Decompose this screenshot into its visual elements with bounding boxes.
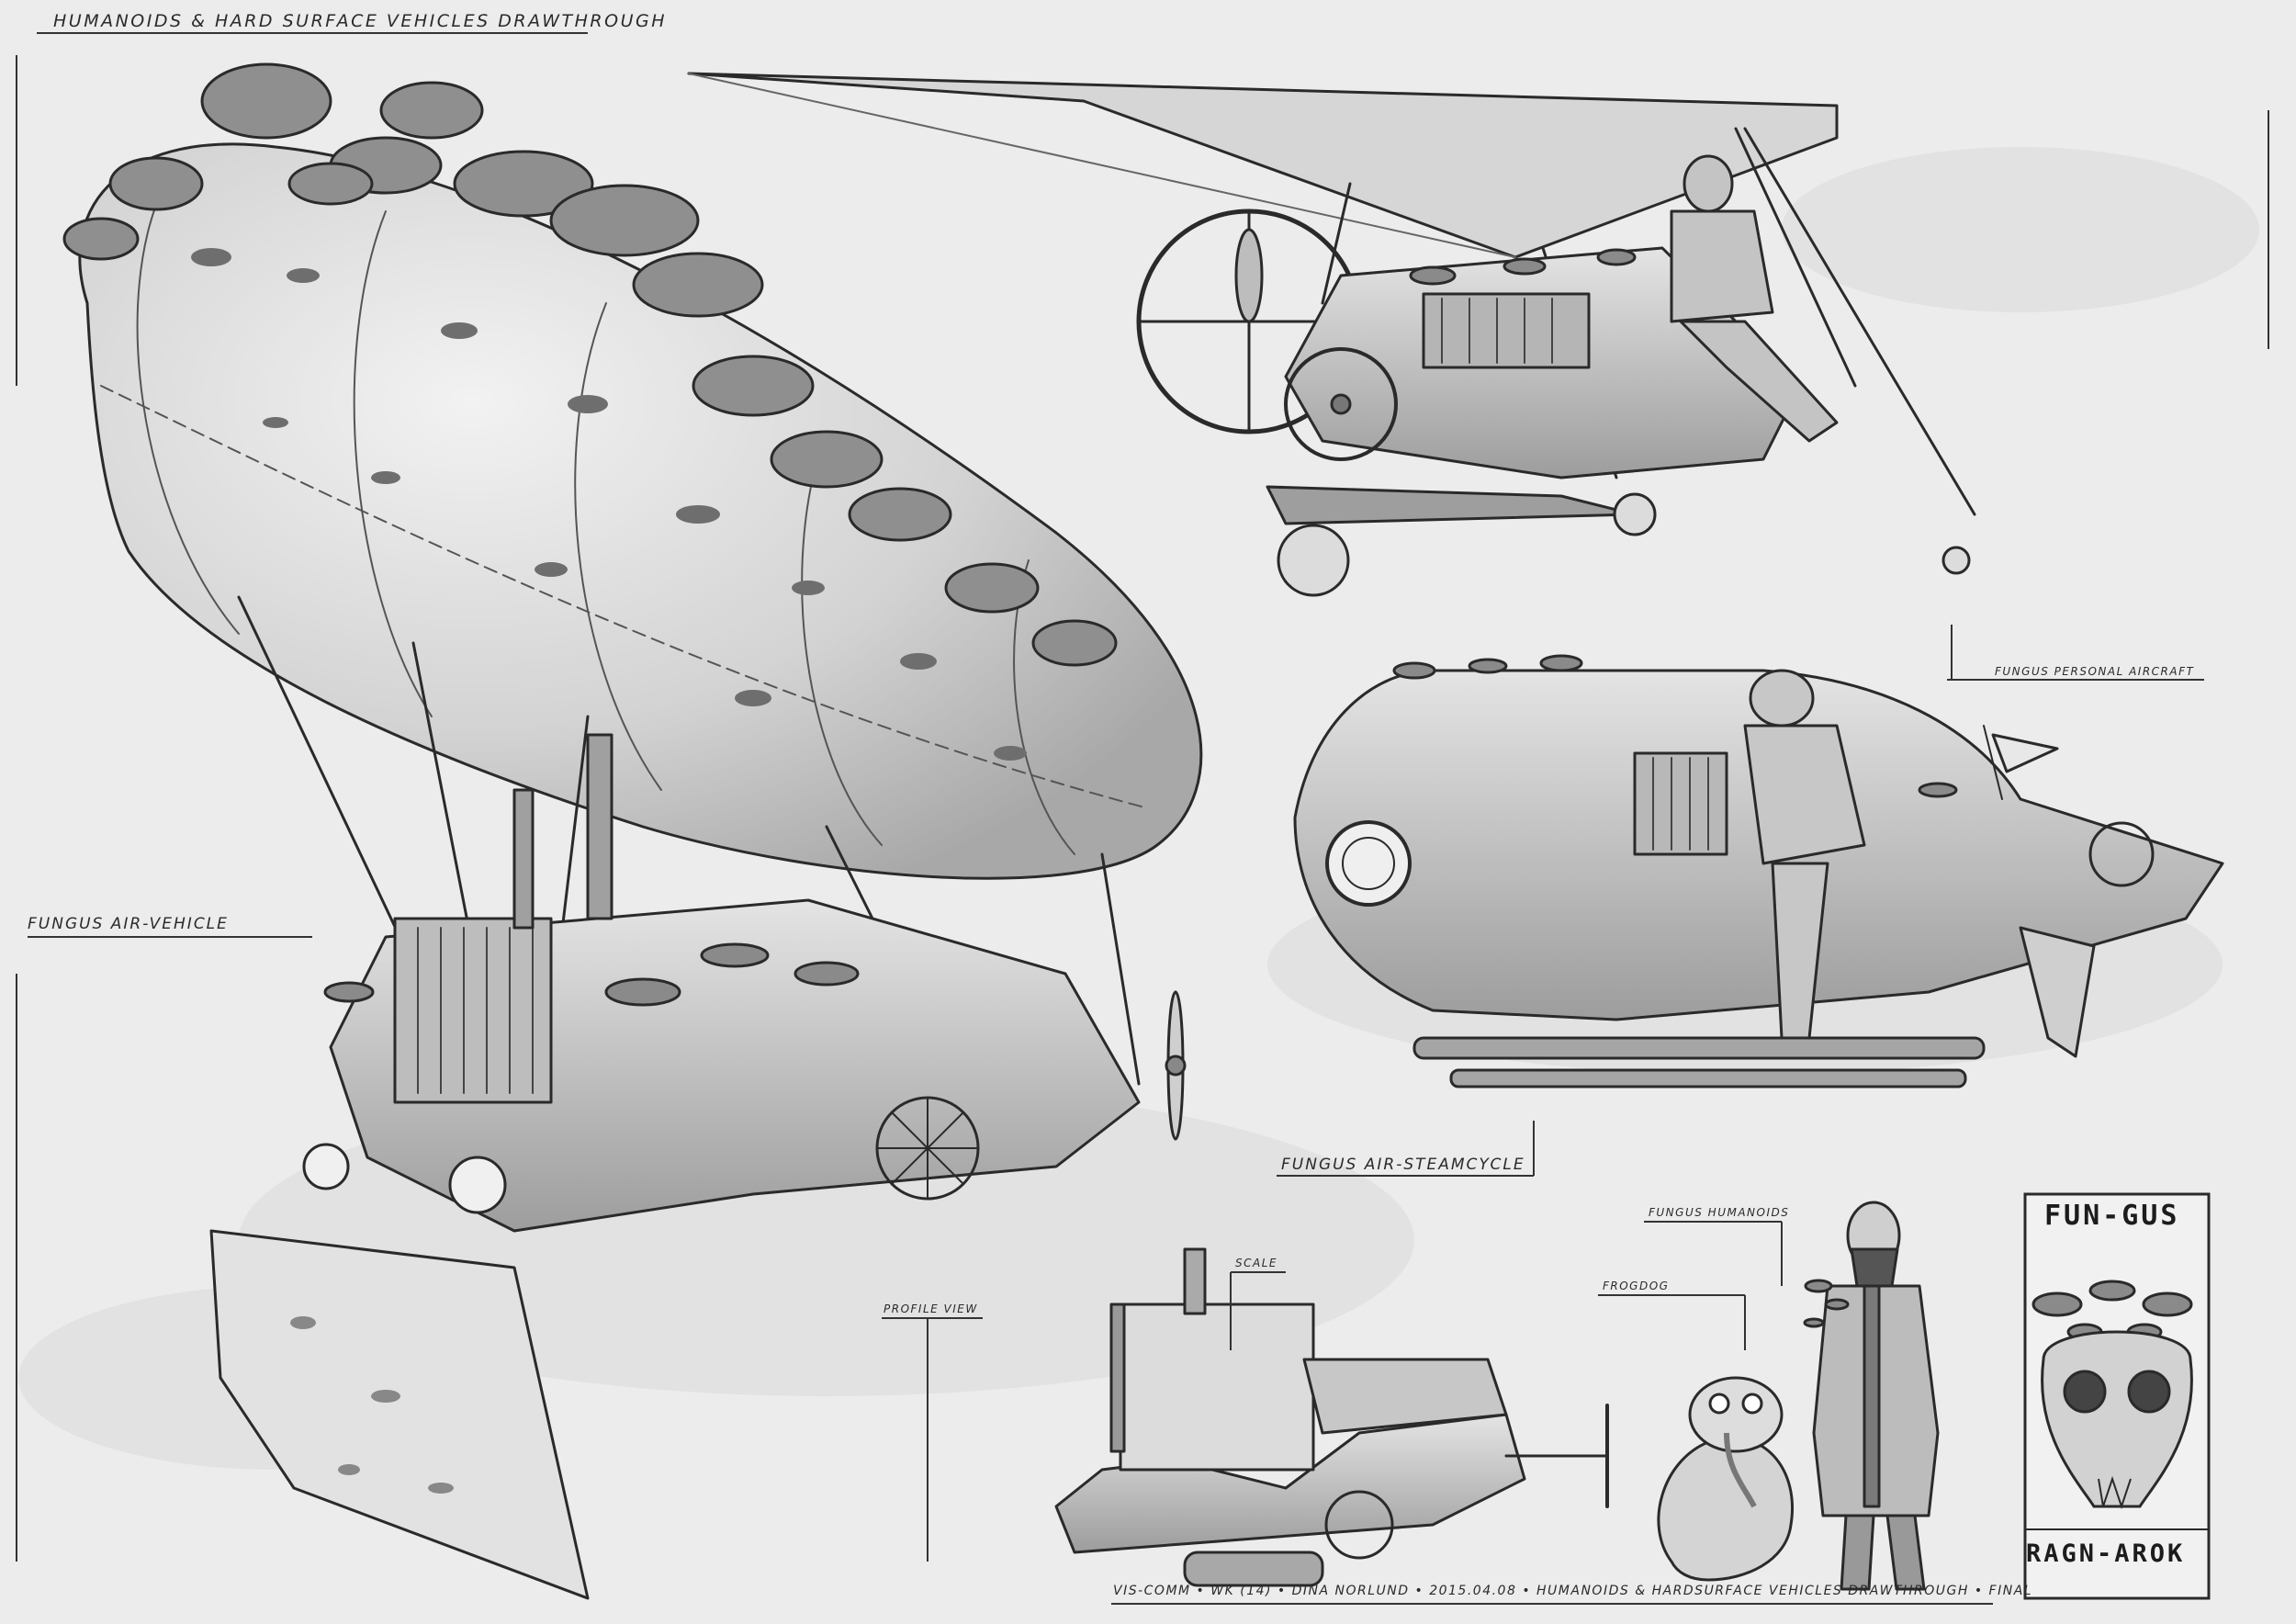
steamcycle-headlamp: [1325, 820, 1412, 907]
profile-stack: [1109, 1303, 1126, 1453]
sheet-title: Humanoids & Hard surface vehicles Drawth…: [53, 11, 667, 31]
air-steamcycle-label: Fungus Air-Steamcycle: [1281, 1156, 1525, 1174]
fungus-spots: [191, 248, 1027, 761]
scoop-spots: [290, 1316, 454, 1494]
landing-gear: [1266, 485, 1637, 525]
aircraft-pilot: [1670, 154, 1839, 443]
aircraft-front-wheel: [1284, 347, 1398, 461]
steamcycle-body: [1293, 669, 2224, 1021]
humanoid-mushrooms: [1803, 1279, 1850, 1328]
steamcycle-pipes: [1412, 1036, 1986, 1088]
steamcycle-rider: [1743, 669, 1866, 1040]
frogdog-tongue: [1724, 1432, 1757, 1508]
exhaust-stack-2: [512, 788, 535, 930]
frogdog-label: Frogdog: [1603, 1280, 1670, 1292]
gondola-mushrooms: [323, 942, 860, 1007]
grille-bars: [417, 927, 534, 1094]
vent-slats: [1441, 298, 1553, 364]
leader-lines: [28, 625, 2204, 1562]
aircraft-vent: [1422, 292, 1591, 369]
air-vehicle-label: Fungus Air-Vehicle: [28, 915, 229, 933]
radiator-grille: [393, 917, 553, 1104]
fungus-humanoids-label: Fungus Humanoids: [1649, 1206, 1790, 1219]
frogdog-head: [1688, 1376, 1784, 1453]
footer-credit: Vis-Comm • wk (14) • Dina Norlund • 2015…: [1113, 1584, 2033, 1598]
poster-skull-teeth: [2098, 1475, 2132, 1510]
personal-aircraft-illustration: [687, 72, 1976, 597]
steamcycle-propeller: [2088, 821, 2155, 887]
rear-propeller: [1165, 990, 1187, 1141]
profile-wheel: [1324, 1490, 1394, 1560]
steamcycle-tail-fin: [2019, 926, 2096, 1058]
steamcycle-flag: [1991, 733, 2059, 773]
glider-wing: [687, 72, 1839, 259]
gear-wheel-rear: [1941, 546, 1971, 575]
frogdog-illustration: [1657, 1376, 1794, 1582]
poster-top-text: FUN-GUS: [2044, 1200, 2180, 1232]
profile-tank: [1183, 1551, 1324, 1587]
profile-view-label: Profile view: [884, 1303, 978, 1315]
profile-view-illustration: [1054, 1247, 1609, 1587]
steamcycle-vent: [1633, 751, 1728, 856]
fungus-humanoid-illustration: [1803, 1201, 1940, 1591]
headlamp-left: [302, 1143, 350, 1190]
gear-wheel-front: [1277, 524, 1350, 597]
humanoid-legs: [1840, 1514, 1926, 1591]
frogdog-body: [1657, 1437, 1794, 1582]
profile-cabin: [1119, 1303, 1315, 1472]
humanoid-mask: [1850, 1247, 1899, 1288]
personal-aircraft-label: Fungus personal aircraft: [1995, 665, 2195, 678]
exhaust-stack: [586, 733, 613, 920]
poster-bottom-text: RAGN-AROK: [2026, 1539, 2186, 1568]
humanoid-belt: [1863, 1284, 1881, 1508]
headlamp-right: [448, 1156, 507, 1214]
mushroom-caps: [62, 62, 1118, 667]
air-steamcycle-illustration: [1293, 654, 2224, 1088]
aircraft-mushrooms: [1409, 248, 1637, 286]
frame-lines: [16, 32, 2269, 1605]
profile-rear-deck: [1302, 1358, 1508, 1435]
gear-wheel-mid: [1613, 492, 1657, 536]
frogdog-eye-right: [1741, 1393, 1763, 1415]
blimp-envelope: [78, 142, 1203, 880]
profile-chimney: [1183, 1247, 1207, 1315]
air-vehicle-illustration: [62, 62, 1203, 1600]
poster-skull-eye-right: [2127, 1370, 2171, 1414]
wheel-spokes: [876, 1097, 979, 1200]
frogdog-eye-left: [1708, 1393, 1730, 1415]
scale-label: Scale: [1235, 1257, 1277, 1269]
fungus-ragnarok-poster: [2023, 1192, 2211, 1600]
steamcycle-vent-slats: [1652, 757, 1709, 851]
steamcycle-mushrooms: [1392, 654, 1958, 798]
poster-skull-eye-left: [2063, 1370, 2107, 1414]
